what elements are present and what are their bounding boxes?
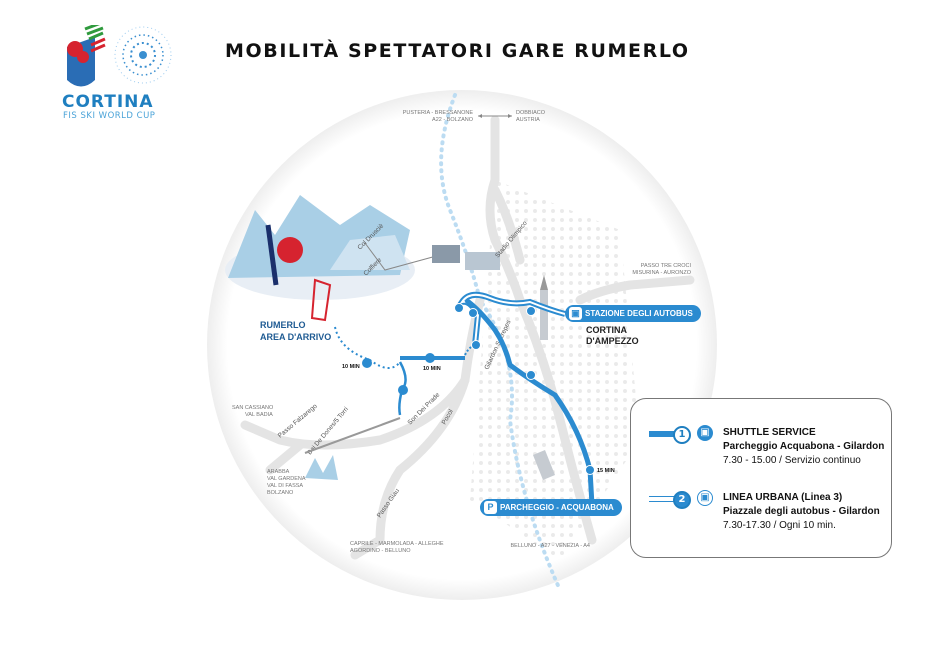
rumerlo-sublabel: AREA D'ARRIVO (260, 332, 331, 342)
parcheggio-text: PARCHEGGIO - ACQUABONA (500, 503, 614, 512)
stazione-autobus-label: ▣ STAZIONE DEGLI AUTOBUS (565, 305, 701, 322)
stazione-text: STAZIONE DEGLI AUTOBUS (585, 309, 693, 318)
cortina-label: CORTINA (586, 325, 627, 335)
cable-car-line (304, 417, 401, 454)
ski-jump-icon (533, 450, 555, 480)
shuttle-time: 15 MIN (597, 468, 615, 474)
bus-icon: ▣ (569, 307, 582, 320)
walking-icon (362, 358, 372, 368)
urban-line-swatch (649, 496, 689, 502)
logo-subtitle: FIS SKI WORLD CUP (63, 111, 156, 121)
dest-a22: A22 - BOLZANO (432, 117, 474, 123)
dest-san-cassiano: SAN CASSIANO (232, 405, 274, 411)
dest-val-badia: VAL BADIA (245, 412, 273, 418)
snowflake-dots-icon (114, 26, 172, 84)
dest-caprile: CAPRILE - MARMOLADA - ALLEGHE (350, 541, 444, 547)
shuttle-line-1 (464, 297, 595, 506)
walk-time: 10 MIN (342, 364, 360, 370)
north-junction (478, 114, 512, 118)
legend-route: Parcheggio Acquabona - Gilardon (723, 441, 885, 452)
page-title: MOBILITÀ SPETTATORI GARE RUMERLO (225, 40, 690, 62)
legend-title: LINEA URBANA (Linea 3) (723, 492, 843, 503)
dest-agordino: AGORDINO - BELLUNO (350, 548, 411, 554)
legend-schedule: 7.30 - 15.00 / Servizio continuo (723, 455, 861, 466)
cortina-sublabel: D'AMPEZZO (586, 336, 639, 346)
dest-val-di-fassa: VAL DI FASSA (267, 483, 303, 489)
dest-austria: AUSTRIA (516, 117, 540, 123)
dest-arabba: ARABBA (267, 469, 290, 475)
legend: 1 ▣ SHUTTLE SERVICE Parcheggio Acquabona… (630, 398, 892, 558)
stadium-icon (465, 252, 500, 270)
dest-misurina: MISURINA - AURONZO (632, 270, 691, 276)
skier-icon (398, 385, 408, 395)
chairlift-icon (425, 353, 435, 363)
legend-schedule: 7.30-17.30 / Ogni 10 min. (723, 520, 836, 531)
parcheggio-label: P PARCHEGGIO - ACQUABONA (480, 499, 622, 516)
bus-stop-icons (454, 303, 595, 475)
dest-val-gardena: VAL GARDENA (267, 476, 306, 482)
logo-brand: CORTINA (62, 92, 154, 112)
mascot (277, 237, 303, 263)
shuttle-line-swatch (649, 431, 689, 437)
rumerlo-label: RUMERLO (260, 320, 306, 330)
legend-title: SHUTTLE SERVICE (723, 427, 816, 438)
parking-icon: P (484, 501, 497, 514)
legend-number: 2 (673, 491, 691, 509)
dest-dobbiaco: DOBBIACO (516, 110, 546, 116)
dest-pusteria: PUSTERIA - BRESSANONE (403, 110, 474, 116)
roads (240, 115, 695, 560)
bus-icon: ▣ (697, 425, 713, 441)
river (439, 93, 562, 592)
finish-area-icon (310, 278, 332, 322)
dest-belluno: BELLUNO - A27 - VENEZIA - A4 (511, 543, 590, 549)
dest-tre-croci: PASSO TRE CROCI (641, 263, 692, 269)
logo-emblem (67, 25, 172, 87)
bus-icon: ▣ (697, 490, 713, 506)
dest-bolzano: BOLZANO (267, 490, 294, 496)
legend-route: Piazzale degli autobus - Gilardon (723, 506, 880, 517)
bell-tower-icon (540, 290, 548, 340)
mountains-illustration (225, 195, 555, 480)
lift-time: 10 MIN (423, 366, 441, 372)
legend-number: 1 (673, 426, 691, 444)
building-icon (432, 245, 460, 263)
